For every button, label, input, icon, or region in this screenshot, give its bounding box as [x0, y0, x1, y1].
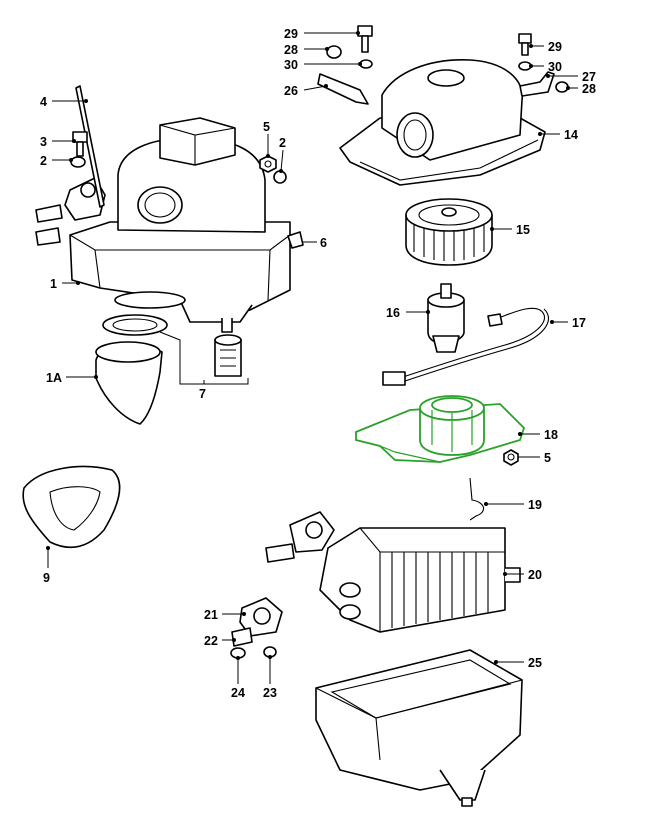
callout-4[interactable]: 4 — [40, 95, 47, 109]
blower-housing-part-14[interactable] — [339, 59, 546, 186]
bracket-part-27[interactable] — [519, 71, 555, 97]
rod-part-4[interactable] — [75, 85, 105, 208]
callout-27[interactable]: 27 — [582, 70, 596, 84]
callout-1a[interactable]: 1A — [46, 371, 62, 385]
callout-3[interactable]: 3 — [40, 135, 47, 149]
callout-29-left[interactable]: 29 — [284, 27, 298, 41]
callout-labels: 4 3 2 5 2 6 1 1A 7 9 29 28 30 26 29 30 2… — [40, 27, 596, 700]
callout-24[interactable]: 24 — [231, 686, 245, 700]
callout-25[interactable]: 25 — [528, 656, 542, 670]
callout-30-right[interactable]: 30 — [548, 60, 562, 74]
callout-1[interactable]: 1 — [50, 277, 57, 291]
callout-14[interactable]: 14 — [564, 128, 578, 142]
bolt-part-3[interactable] — [72, 131, 88, 157]
filter-part-7[interactable] — [214, 334, 242, 377]
callout-5-right[interactable]: 5 — [544, 451, 551, 465]
callout-2-left[interactable]: 2 — [40, 154, 47, 168]
washer-part-2-right[interactable] — [273, 170, 287, 184]
nut-part-28-right[interactable] — [555, 81, 569, 93]
gasket-part-7[interactable] — [102, 314, 168, 336]
callout-9[interactable]: 9 — [43, 571, 50, 585]
motor-part-16[interactable] — [427, 283, 465, 353]
callout-30-left[interactable]: 30 — [284, 58, 298, 72]
nut-part-5-top[interactable] — [259, 155, 277, 173]
callout-17[interactable]: 17 — [572, 316, 586, 330]
callout-28-left[interactable]: 28 — [284, 43, 298, 57]
cable-part-17[interactable] — [382, 307, 549, 386]
fan-wheel-part-15[interactable] — [405, 198, 493, 266]
callout-18[interactable]: 18 — [544, 428, 558, 442]
duct-elbow-part-1a[interactable] — [95, 341, 163, 425]
spring-clip-part-19[interactable] — [469, 477, 484, 521]
seal-frame-part-9[interactable] — [22, 465, 121, 549]
callout-26[interactable]: 26 — [284, 84, 298, 98]
bracket-part-26[interactable] — [317, 73, 369, 105]
lower-housing-part-25[interactable] — [315, 649, 523, 807]
callout-2-right[interactable]: 2 — [279, 136, 286, 150]
callout-5-top[interactable]: 5 — [263, 120, 270, 134]
callout-29-right[interactable]: 29 — [548, 40, 562, 54]
callout-16[interactable]: 16 — [386, 306, 400, 320]
callout-7[interactable]: 7 — [199, 387, 206, 401]
nut-part-5-right[interactable] — [503, 449, 519, 466]
callout-19[interactable]: 19 — [528, 498, 542, 512]
washer-part-2-left[interactable] — [70, 156, 86, 168]
clip-part-6[interactable] — [287, 231, 304, 249]
callout-28-right[interactable]: 28 — [582, 82, 596, 96]
heat-exchanger-part-20[interactable] — [265, 511, 521, 633]
fitting-part-22[interactable] — [231, 627, 253, 647]
bolt-part-29-right[interactable] — [518, 33, 532, 56]
heater-housing-part-1[interactable] — [35, 117, 291, 333]
bolt-part-29-left[interactable] — [357, 25, 373, 53]
callout-6[interactable]: 6 — [320, 236, 327, 250]
callout-21[interactable]: 21 — [204, 608, 218, 622]
valve-part-21[interactable] — [239, 597, 283, 637]
nut-part-28-left[interactable] — [326, 45, 342, 59]
callout-22[interactable]: 22 — [204, 634, 218, 648]
callout-20[interactable]: 20 — [528, 568, 542, 582]
leader-lines — [46, 31, 578, 684]
callout-15[interactable]: 15 — [516, 223, 530, 237]
mounting-plate-part-18-highlighted[interactable] — [355, 395, 526, 463]
callout-23[interactable]: 23 — [263, 686, 277, 700]
